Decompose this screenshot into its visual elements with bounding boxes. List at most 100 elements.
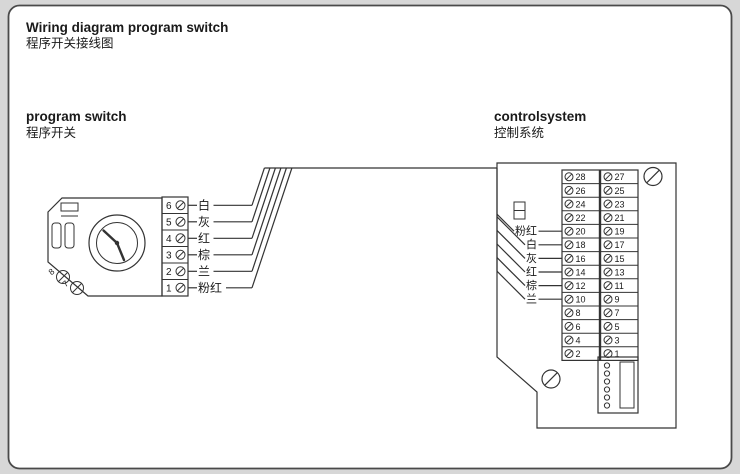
terminal-symbol-slash (565, 214, 573, 221)
terminal-23: 23 (603, 199, 625, 209)
wire-riser (251, 167, 287, 272)
svg-text:6: 6 (166, 201, 172, 212)
terminal-7: 7 (603, 308, 620, 318)
wire-pink: 粉红 (188, 167, 293, 295)
switch-wires: 白 灰 红 棕 兰 (188, 167, 498, 295)
switch-terminal-4: 4 (166, 233, 186, 245)
svg-text:23: 23 (615, 199, 625, 209)
wire-riser (251, 167, 271, 222)
terminal-symbol (603, 240, 613, 250)
terminal-symbol-slash (604, 323, 612, 330)
terminal-symbol-slash (604, 200, 612, 208)
program-switch-label-en: program switch (26, 109, 127, 124)
program-switch-caption: program switch 程序开关 (26, 109, 127, 140)
svg-text:13: 13 (615, 267, 625, 277)
wire-gray: 灰 (188, 167, 271, 229)
connector-pin (603, 394, 611, 401)
svg-text:10: 10 (576, 295, 586, 305)
svg-text:16: 16 (576, 254, 586, 264)
terminal-4: 4 (564, 335, 581, 345)
wire-label-pink: 粉红 (198, 280, 222, 295)
terminal-symbol (603, 308, 613, 318)
terminal-1: 1 (603, 349, 620, 359)
terminal-27: 27 (603, 172, 625, 182)
terminal-symbol (603, 185, 613, 195)
wire-red: 红 (188, 167, 276, 245)
terminal-symbol-slash (604, 350, 612, 357)
svg-text:7: 7 (615, 308, 620, 318)
terminal-symbol (564, 308, 574, 318)
svg-text:26: 26 (576, 186, 586, 196)
terminal-symbol (603, 349, 613, 359)
terminal-symbol (564, 321, 574, 331)
control-wire-branches: 粉红 白 灰 红 棕 (496, 213, 562, 306)
program-switch-device: 8 7 6 5 4 (46, 196, 189, 297)
terminal-symbol (564, 199, 574, 209)
dial-inner-ring (96, 222, 138, 264)
control-wire-label-brown: 棕 (526, 278, 537, 292)
terminal-symbol-slash (565, 350, 573, 357)
terminal-symbol-slash (565, 255, 573, 262)
screw-slot (646, 169, 660, 184)
branch-red: 红 (496, 243, 562, 278)
wire-label-blue: 兰 (198, 264, 210, 278)
screw-head (643, 166, 663, 187)
control-system-outline (496, 162, 677, 429)
terminal-12: 12 (564, 281, 586, 291)
terminal-symbol (603, 199, 613, 209)
switch-terminal-5: 5 (166, 216, 186, 228)
svg-text:3: 3 (615, 335, 620, 345)
terminal-18: 18 (564, 240, 586, 250)
branch-diagonal (496, 270, 526, 300)
svg-text:20: 20 (576, 227, 586, 237)
svg-text:27: 27 (615, 172, 625, 182)
terminal-symbol-slash (565, 241, 573, 249)
terminal-symbol (175, 266, 186, 277)
connector-inner (619, 361, 635, 409)
svg-text:2: 2 (576, 349, 581, 359)
switch-terminal-block: 6 5 4 3 2 (161, 196, 189, 297)
dial-outer-ring (88, 214, 146, 272)
connector-pin (603, 378, 611, 385)
control-wire-label-pink: 粉红 (515, 225, 537, 238)
screw-top-right (643, 166, 663, 187)
control-system-caption: controlsystem 控制系统 (494, 109, 586, 140)
svg-text:19: 19 (615, 227, 625, 237)
terminal-symbol-slash (565, 268, 573, 276)
switch-terminal-2: 2 (166, 266, 186, 278)
terminal-8: 8 (564, 308, 581, 318)
terminal-symbol (603, 226, 613, 236)
corner-terminal-7-label: 7 (60, 278, 70, 289)
terminal-5: 5 (603, 322, 620, 332)
terminal-symbol (175, 233, 186, 244)
svg-text:6: 6 (576, 322, 581, 332)
terminal-symbol (603, 253, 613, 263)
terminal-20: 20 (564, 227, 586, 237)
terminal-19: 19 (603, 226, 625, 237)
terminal-symbol (564, 185, 574, 195)
terminal-2: 2 (564, 349, 581, 359)
terminal-symbol (603, 335, 613, 345)
svg-text:12: 12 (576, 281, 586, 291)
corner-screw-terminals: 8 7 (46, 266, 84, 295)
timer-dial (88, 214, 146, 272)
terminal-symbol (564, 294, 574, 304)
branch-blue: 兰 (496, 270, 562, 306)
wire-blue: 兰 (188, 167, 287, 278)
title-en: Wiring diagram program switch (26, 20, 228, 35)
terminal-9: 9 (603, 295, 620, 305)
wire-white: 白 (188, 167, 265, 212)
terminal-symbol (603, 213, 613, 223)
svg-text:18: 18 (576, 240, 586, 250)
svg-text:4: 4 (576, 335, 581, 345)
screw-terminal-7 (70, 281, 84, 295)
terminal-symbol-slash (565, 173, 573, 181)
terminal-14: 14 (564, 267, 586, 277)
terminal-symbol-slash (604, 187, 612, 194)
branch-diagonal (496, 257, 526, 287)
terminal-symbol (603, 267, 613, 277)
wire-riser (251, 167, 265, 206)
terminal-symbol-slash (565, 336, 573, 344)
